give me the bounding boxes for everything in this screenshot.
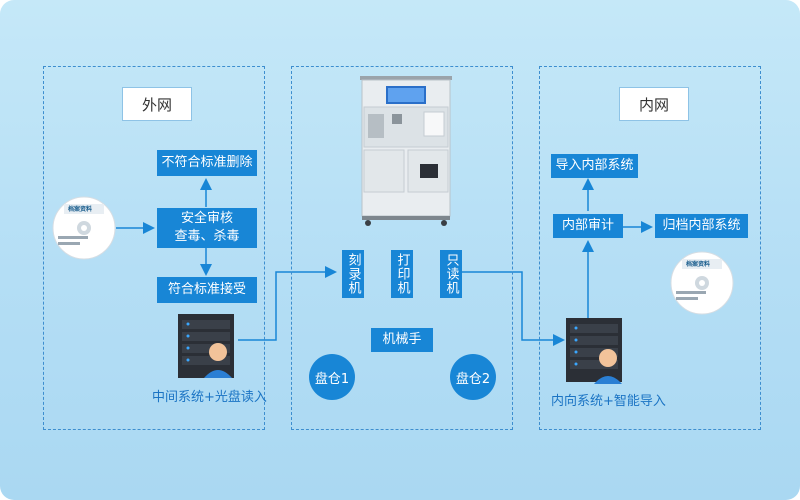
- nonconform-delete-box: 不符合标准删除: [157, 150, 257, 176]
- disc-bin-1: 盘仓1: [309, 354, 355, 400]
- security-audit-box: 安全审核 查毒、杀毒: [157, 208, 257, 248]
- arrow-server-to-burner: [238, 266, 337, 341]
- internal-zone: [539, 66, 761, 430]
- disc-bin-2: 盘仓2: [450, 354, 496, 400]
- archive-system-box: 归档内部系统: [655, 214, 748, 238]
- security-audit-line1: 安全审核: [180, 211, 233, 227]
- arrow-reader-to-server: [462, 271, 565, 346]
- conform-accept-box: 符合标准接受: [157, 277, 257, 303]
- internal-audit-box: 内部审计: [553, 214, 623, 238]
- security-audit-line2: 查毒、杀毒: [174, 229, 240, 244]
- external-zone: [43, 66, 265, 430]
- import-system-box: 导入内部系统: [551, 154, 638, 178]
- internal-server-caption: 内向系统+智能导入: [551, 394, 666, 409]
- printer-box: 打印机: [391, 250, 413, 298]
- middle-zone: [291, 66, 513, 430]
- external-title: 外网: [122, 87, 192, 121]
- robot-arm-box: 机械手: [371, 328, 433, 352]
- external-server-caption: 中间系统+光盘读入: [152, 390, 267, 405]
- internal-disc-label: 档案资料: [686, 261, 711, 268]
- internal-title: 内网: [619, 87, 689, 121]
- external-disc-label: 档案资料: [68, 206, 93, 213]
- reader-box: 只读机: [440, 250, 462, 298]
- burner-box: 刻录机: [342, 250, 364, 298]
